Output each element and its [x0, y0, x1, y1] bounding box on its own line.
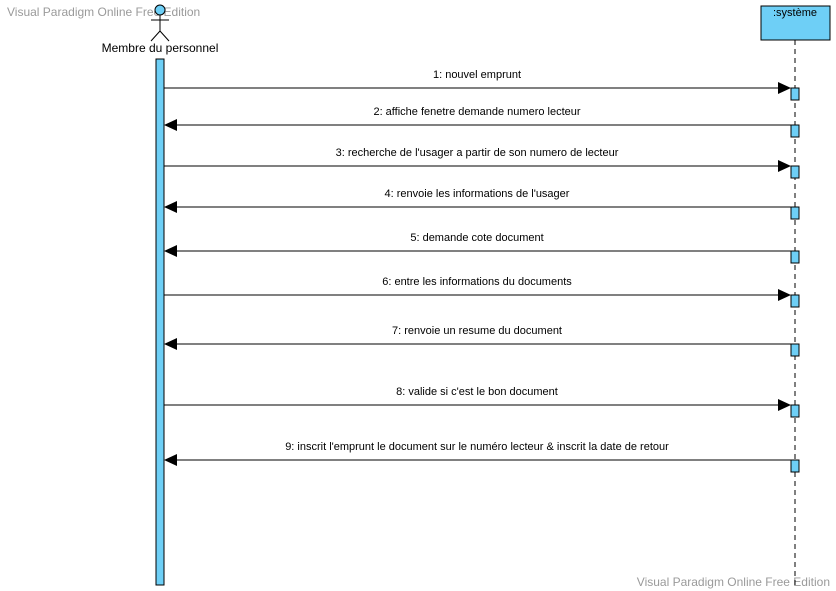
message-label: 9: inscrit l'emprunt le document sur le …: [285, 441, 669, 453]
system-activation-box: [790, 459, 800, 473]
message-5[interactable]: 5: demande cote document: [164, 232, 800, 264]
message-label: 2: affiche fenetre demande numero lecteu…: [373, 106, 580, 118]
message-6[interactable]: 6: entre les informations du documents: [164, 276, 800, 308]
message-label: 7: renvoie un resume du document: [392, 325, 562, 337]
actor-activation-bar: [155, 58, 165, 586]
message-label: 6: entre les informations du documents: [382, 276, 572, 288]
arrowhead-icon: [778, 160, 791, 172]
message-2[interactable]: 2: affiche fenetre demande numero lecteu…: [164, 106, 800, 138]
arrowhead-icon: [778, 82, 791, 94]
system-label: :système: [773, 7, 817, 19]
system-activation-box: [790, 87, 800, 101]
system-activation-box: [790, 250, 800, 264]
message-label: 4: renvoie les informations de l'usager: [385, 188, 570, 200]
watermark-bottom: Visual Paradigm Online Free Edition: [637, 575, 830, 589]
message-3[interactable]: 3: recherche de l'usager a partir de son…: [164, 147, 800, 179]
arrowhead-icon: [778, 289, 791, 301]
messages-group: 1: nouvel emprunt 2: affiche fenetre dema…: [164, 69, 800, 473]
message-9[interactable]: 9: inscrit l'emprunt le document sur le …: [164, 441, 800, 473]
arrowhead-icon: [164, 201, 177, 213]
system-activation-box: [790, 343, 800, 357]
message-label: 1: nouvel emprunt: [433, 69, 521, 81]
system-activation-box: [790, 165, 800, 179]
message-label: 3: recherche de l'usager a partir de son…: [336, 147, 619, 159]
message-8[interactable]: 8: valide si c'est le bon document: [164, 386, 800, 418]
arrowhead-icon: [164, 119, 177, 131]
watermark-top: Visual Paradigm Online Free Edition: [7, 5, 200, 19]
message-label: 8: valide si c'est le bon document: [396, 386, 558, 398]
arrowhead-icon: [778, 399, 791, 411]
system-activation-box: [790, 124, 800, 138]
message-1[interactable]: 1: nouvel emprunt: [164, 69, 800, 101]
arrowhead-icon: [164, 245, 177, 257]
message-4[interactable]: 4: renvoie les informations de l'usager: [164, 188, 800, 220]
system-activation-box: [790, 404, 800, 418]
message-7[interactable]: 7: renvoie un resume du document: [164, 325, 800, 357]
arrowhead-icon: [164, 454, 177, 466]
arrowhead-icon: [164, 338, 177, 350]
system-activation-box: [790, 206, 800, 220]
actor-label: Membre du personnel: [102, 41, 219, 55]
system-activation-box: [790, 294, 800, 308]
actor-stick-figure-icon[interactable]: [150, 4, 170, 42]
message-label: 5: demande cote document: [410, 232, 543, 244]
